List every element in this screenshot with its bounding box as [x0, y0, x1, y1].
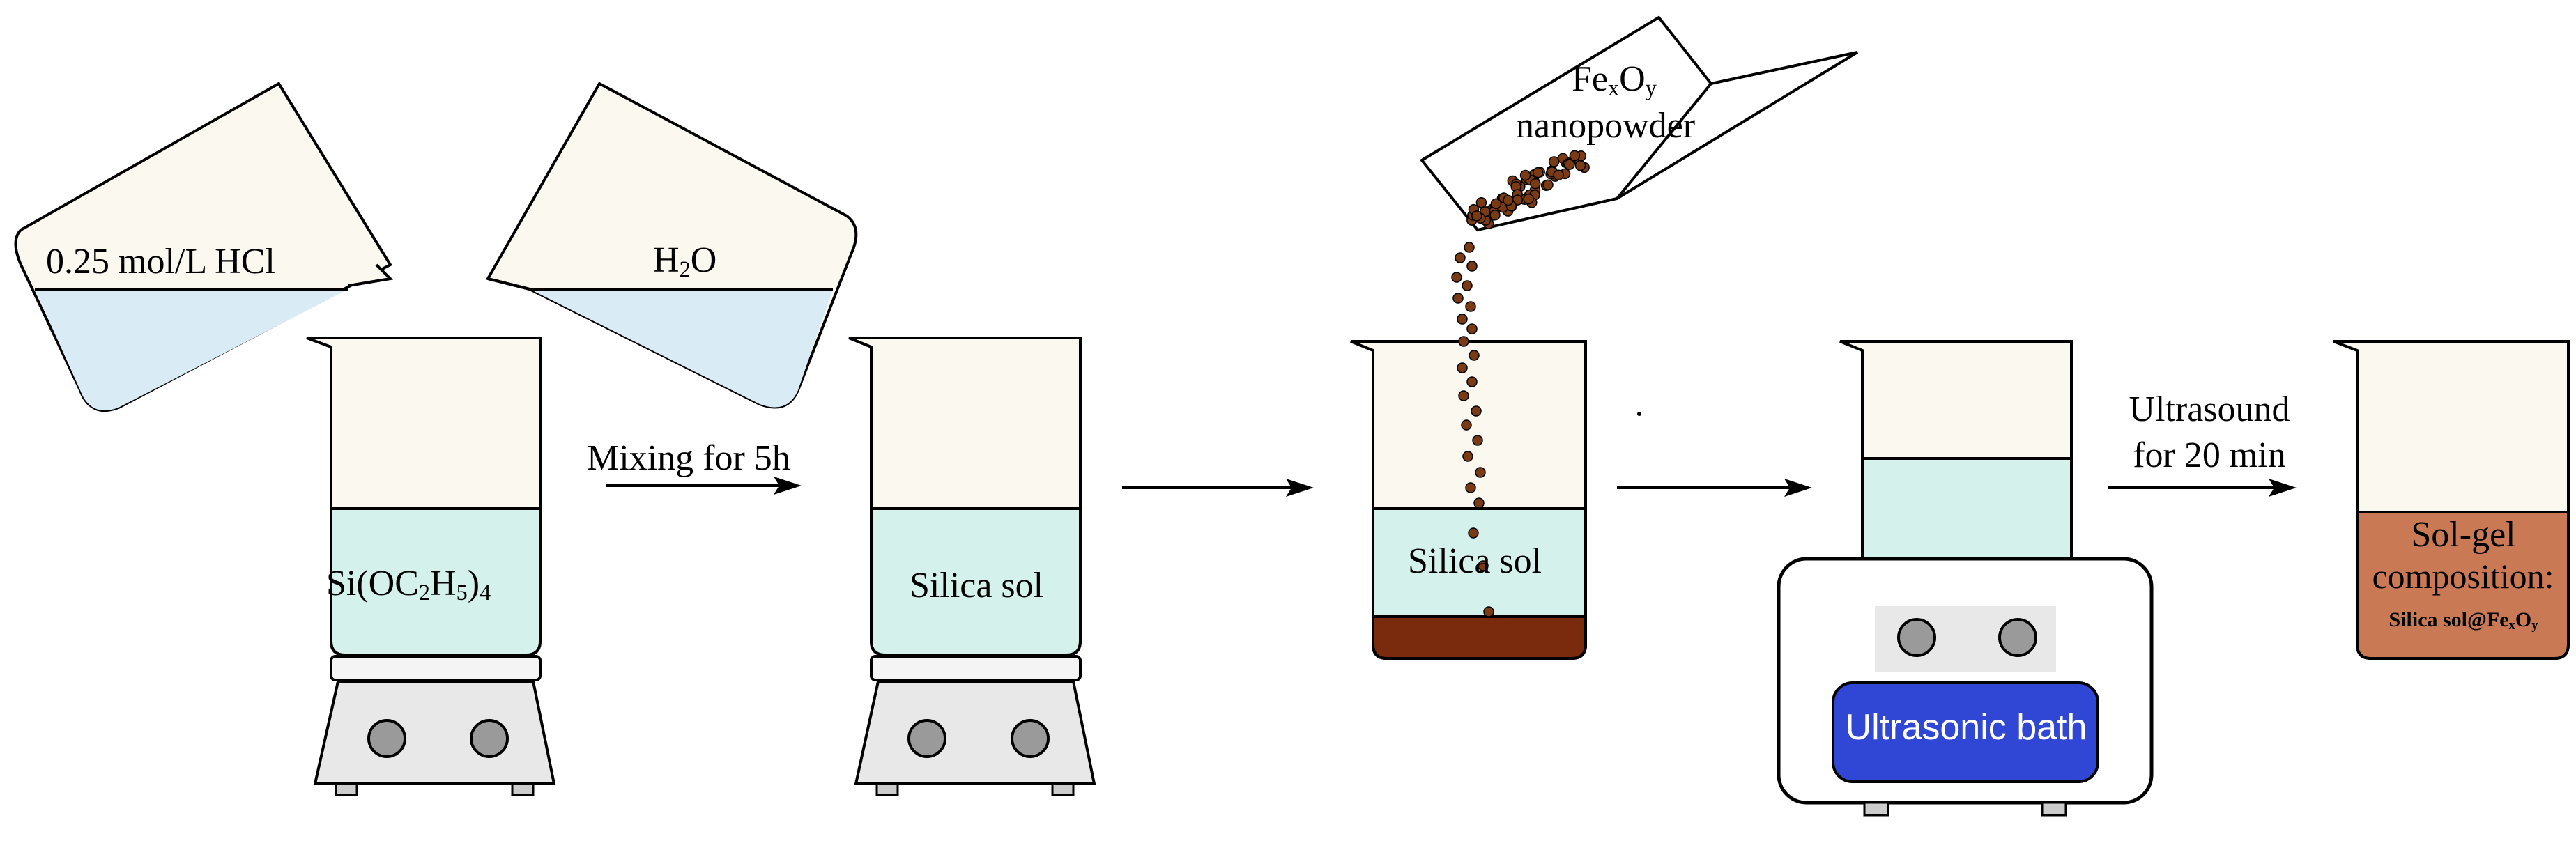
silica-sol-beaker-2: [1350, 340, 1587, 660]
powder-particle: [1553, 169, 1564, 181]
powder-particle: [1490, 198, 1502, 210]
powder-particle: [1503, 194, 1514, 206]
powder-particle: [1548, 156, 1560, 167]
hcl-label: 0.25 mol/L HCl: [46, 242, 275, 281]
powder-particle: [1471, 210, 1482, 222]
falling-powder-particles: [1451, 242, 1494, 617]
water-label: H2O: [653, 240, 717, 282]
stirrer-knob-icon: [907, 719, 946, 758]
ultrasonic-beaker: [1839, 340, 2073, 562]
powder-particle: [1466, 323, 1478, 334]
powder-particle: [1569, 150, 1581, 162]
magnetic-stirrer-2: [854, 655, 1096, 796]
bath-knob-icon: [1998, 618, 2037, 657]
stirrer-knob-icon: [470, 719, 509, 758]
fexoy-label: FexOy: [1572, 59, 1657, 101]
water-pouring-beaker: [485, 82, 858, 409]
silica-sol-label-1: Silica sol: [910, 566, 1044, 605]
powder-particle: [1461, 419, 1472, 431]
powder-particle: [1466, 376, 1478, 387]
powder-particle: [1462, 280, 1473, 291]
teos-label: Si(OC2H5)4: [326, 564, 491, 605]
mixing-label: Mixing for 5h: [587, 438, 790, 478]
ultrasonic-bath-label: Ultrasonic bath: [1845, 707, 2087, 748]
powder-particle: [1542, 179, 1554, 191]
magnetic-stirrer-1: [313, 655, 556, 796]
powder-particle: [1465, 301, 1476, 312]
solgel-label-line2: composition:: [2372, 557, 2554, 596]
powder-particle: [1451, 272, 1462, 283]
solgel-composition-label: Silica sol@FexOy: [2389, 608, 2538, 633]
powder-particle: [1564, 159, 1575, 170]
powder-particle: [1457, 362, 1468, 373]
powder-particle: [1466, 261, 1478, 272]
powder-particle: [1519, 169, 1531, 181]
silica-sol-beaker-1: [848, 337, 1082, 656]
powder-particle: [1452, 293, 1464, 304]
ultrasound-label-line2: for 20 min: [2133, 435, 2286, 475]
arrow-to-powder-step: [1122, 479, 1314, 497]
silica-sol-label-2: Silica sol: [1408, 541, 1542, 581]
powder-particle: [1471, 405, 1482, 417]
stirrer-knob-icon: [1011, 719, 1050, 758]
powder-particle: [1530, 178, 1541, 190]
teos-beaker: [306, 337, 542, 656]
powder-heap: [1466, 150, 1590, 229]
powder-particle: [1478, 560, 1489, 571]
ultrasonic-bath-device: [1777, 557, 2154, 817]
arrow-to-ultrasonic-step: [1617, 479, 1812, 497]
powder-particle: [1483, 606, 1494, 617]
powder-particle: [1523, 193, 1534, 205]
powder-particle: [1475, 467, 1486, 478]
arrow-mixing: [606, 477, 802, 495]
powder-particle: [1532, 167, 1544, 178]
powder-particle: [1473, 497, 1485, 509]
powder-particle: [1489, 210, 1501, 221]
stray-dot: [1637, 412, 1641, 416]
powder-particle: [1468, 527, 1479, 539]
powder-particle: [1465, 482, 1476, 493]
powder-particle: [1455, 252, 1466, 263]
nanopowder-label: nanopowder: [1516, 106, 1696, 146]
powder-particle: [1458, 336, 1469, 347]
powder-particle: [1458, 390, 1469, 401]
powder-particle: [1574, 160, 1586, 171]
arrow-ultrasound: [2108, 479, 2297, 497]
powder-particle: [1475, 196, 1487, 208]
ultrasound-label-line1: Ultrasound: [2129, 389, 2290, 429]
powder-particle: [1462, 451, 1473, 462]
solgel-beaker: [2333, 340, 2570, 660]
hcl-pouring-beaker: [14, 82, 394, 412]
powder-particle: [1457, 314, 1468, 325]
powder-particle: [1464, 242, 1475, 253]
bath-knob-icon: [1897, 618, 1936, 657]
solgel-label-line1: Sol-gel: [2411, 515, 2516, 555]
stirrer-knob-icon: [367, 719, 406, 758]
powder-particle: [1469, 350, 1480, 361]
powder-particle: [1472, 435, 1483, 446]
